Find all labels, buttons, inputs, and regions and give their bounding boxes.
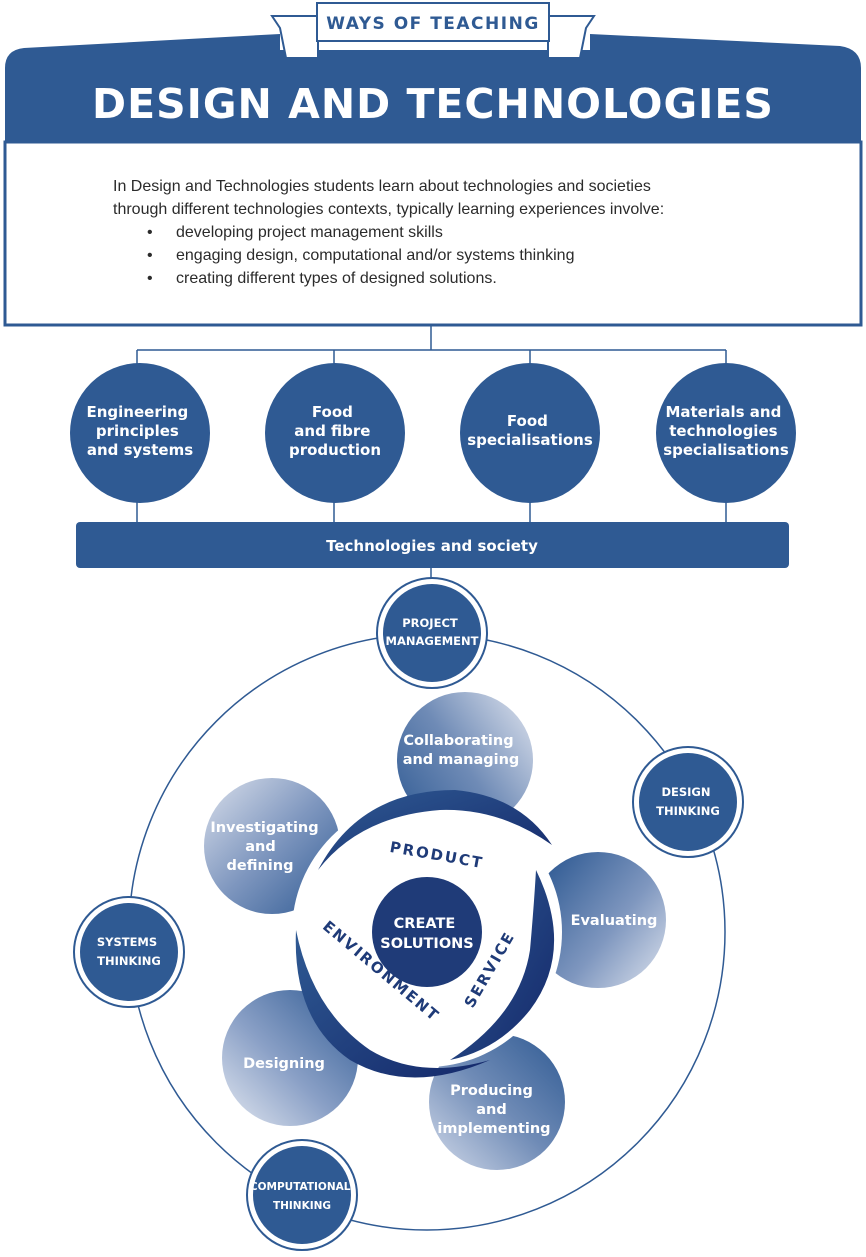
process-label-line: and (245, 839, 276, 855)
create-solutions-circle (372, 877, 482, 987)
svg-text:Collaborating and managi: Collaborating and managing (403, 733, 520, 768)
center-label-line: SOLUTIONS (380, 936, 473, 952)
ribbon-label: WAYS OF TEACHING (326, 14, 540, 34)
page-title: DESIGN AND TECHNOLOGIES (92, 80, 774, 128)
badge-project-management: PROJECT MANAGEMENT (376, 577, 488, 689)
context-label-line: production (289, 441, 381, 459)
process-label-line: Collaborating (403, 733, 513, 749)
svg-text:Engineering principles: Engineering principles and systems (86, 403, 193, 459)
intro-paragraph-line: through different technologies contexts,… (113, 201, 665, 218)
intro-bullet: engaging design, computational and/or sy… (113, 244, 793, 267)
badge-label-line: SYSTEMS (97, 935, 157, 949)
svg-text:SYSTEMS THINKING: SYSTEMS THINKING (97, 935, 161, 968)
context-label-line: and fibre (294, 422, 370, 440)
badge-label-line: DESIGN (661, 785, 710, 799)
badge-label-line: PROJECT (402, 616, 458, 630)
banner-background (5, 34, 861, 142)
ribbon-body (316, 2, 550, 42)
intro-bullet: developing project management skills (113, 221, 793, 244)
svg-text:CREATE SOLUTIONS: CREATE SOLUTIONS (380, 916, 473, 952)
svg-text:DESIGN THINKING: DESIGN THINKING (656, 785, 720, 818)
badge-label-line: THINKING (273, 1200, 331, 1212)
context-food-fibre: Food and fibre production (265, 363, 405, 503)
process-label-line: and (476, 1102, 507, 1118)
context-label-line: and systems (87, 441, 193, 459)
context-food-specialisations: Food specialisations (460, 363, 600, 503)
context-label-line: Food (312, 403, 353, 421)
process-label-line: Evaluating (571, 913, 658, 929)
society-bar-label: Technologies and society (326, 537, 538, 555)
badge-label-line: COMPUTATIONAL (250, 1181, 351, 1193)
process-label-line: Designing (243, 1056, 325, 1072)
process-label-line: Producing (450, 1083, 533, 1099)
context-label-line: principles (96, 422, 179, 440)
process-evaluating: Evaluating (530, 852, 666, 988)
process-label-line: implementing (437, 1121, 550, 1137)
svg-text:PROJECT MANAGEMENT: PROJECT MANAGEMENT (386, 616, 479, 648)
svg-text:Food and fibre pro: Food and fibre production (289, 403, 381, 459)
badge-label-line: MANAGEMENT (386, 634, 479, 648)
intro-bullet: creating different types of designed sol… (113, 267, 793, 290)
context-label-line: technologies (669, 422, 777, 440)
process-label-line: defining (227, 858, 294, 874)
badge-label-line: THINKING (656, 804, 720, 818)
intro-bullet-list: developing project management skills eng… (113, 221, 793, 290)
intro-text: In Design and Technologies students lear… (113, 175, 793, 290)
badge-computational-thinking: COMPUTATIONAL THINKING (246, 1139, 358, 1251)
title-banner: WAYS OF TEACHING DESIGN AND TECHNOLOGIES (5, 2, 861, 142)
badge-design-thinking: DESIGN THINKING (632, 746, 744, 858)
badge-systems-thinking: SYSTEMS THINKING (73, 896, 185, 1008)
badge-label-line: THINKING (97, 954, 161, 968)
swoosh-bottom (295, 930, 490, 1078)
context-label-line: specialisations (663, 441, 789, 459)
context-label-line: Engineering (86, 403, 188, 421)
process-label-line: Investigating (210, 820, 318, 836)
context-label-line: specialisations (467, 431, 593, 449)
core-ring: PRODUCT SERVICE ENVIRONMENT CREATE SOLUT… (292, 790, 562, 1078)
swoosh-top (318, 790, 552, 870)
svg-text:Food specialisations: Food specialisations (467, 412, 593, 449)
svg-text:Producing and impl: Producing and implementing (437, 1083, 550, 1137)
society-bar: Technologies and society (76, 522, 789, 568)
process-label-line: and managing (403, 752, 520, 768)
svg-text:Investigating and: Investigating and defining (210, 820, 323, 874)
context-label-line: Materials and (665, 403, 781, 421)
context-materials: Materials and technologies specialisatio… (656, 363, 796, 503)
svg-text:COMPUTATIONAL THINKING: COMPUTATIONAL THINKING (250, 1181, 354, 1212)
intro-paragraph-line: In Design and Technologies students lear… (113, 178, 651, 195)
context-engineering: Engineering principles and systems (70, 363, 210, 503)
center-label-line: CREATE (394, 916, 456, 932)
swoosh-right (450, 870, 555, 1060)
context-label-line: Food (507, 412, 548, 430)
svg-text:Materials and technologi: Materials and technologies specialisatio… (663, 403, 789, 459)
